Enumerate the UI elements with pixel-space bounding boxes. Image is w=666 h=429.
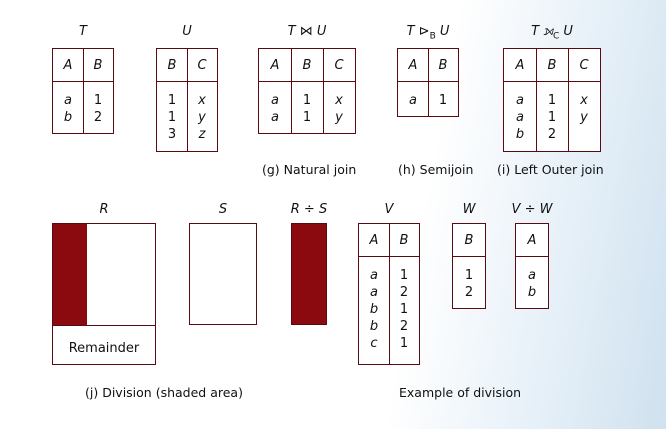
- table-header: C: [579, 58, 589, 73]
- division-caption: (j) Division (shaded area): [85, 385, 243, 400]
- table-header: A: [369, 233, 379, 248]
- table-column: 1: [438, 93, 448, 108]
- example-caption: Example of division: [399, 385, 522, 400]
- table-header: B: [438, 58, 448, 73]
- division-shaded-area: [53, 224, 87, 325]
- division-example-result-name: V ÷ W: [511, 202, 553, 217]
- table-header: B: [399, 233, 409, 248]
- division-s-box: [189, 223, 257, 325]
- table-header: C: [197, 58, 207, 73]
- semijoin-name: T ⊳B U: [406, 24, 450, 42]
- table-header: C: [334, 58, 344, 73]
- table-header: A: [63, 58, 73, 73]
- division-r-name: R: [99, 202, 109, 217]
- division-s-name: S: [218, 202, 228, 217]
- natural-join-caption: (g) Natural join: [262, 162, 357, 177]
- table-header: B: [464, 233, 474, 248]
- table-header: B: [547, 58, 557, 73]
- relation-w-name: W: [462, 202, 476, 217]
- semijoin-caption: (h) Semijoin: [398, 162, 474, 177]
- table-header: B: [167, 58, 177, 73]
- table-header: A: [527, 233, 537, 248]
- natural-join-name: T ⋈ U: [287, 24, 327, 39]
- table-header: A: [515, 58, 525, 73]
- semijoin-table: A B a 1: [397, 48, 459, 117]
- relation-t-name: T: [79, 24, 87, 39]
- remainder-label: Remainder: [68, 341, 140, 356]
- left-outer-join-caption: (i) Left Outer join: [497, 162, 604, 177]
- relation-u-name: U: [182, 24, 192, 39]
- table-header: A: [270, 58, 280, 73]
- table-header: B: [93, 58, 103, 73]
- division-r-box: Remainder: [52, 223, 156, 365]
- division-result-box: [291, 223, 327, 325]
- left-outer-join-name: T ⟕C U: [531, 24, 573, 42]
- table-header: A: [408, 58, 418, 73]
- relation-v-name: V: [384, 202, 394, 217]
- table-header: B: [302, 58, 312, 73]
- table-column: a: [409, 93, 417, 108]
- division-result-name: R ÷ S: [290, 202, 328, 217]
